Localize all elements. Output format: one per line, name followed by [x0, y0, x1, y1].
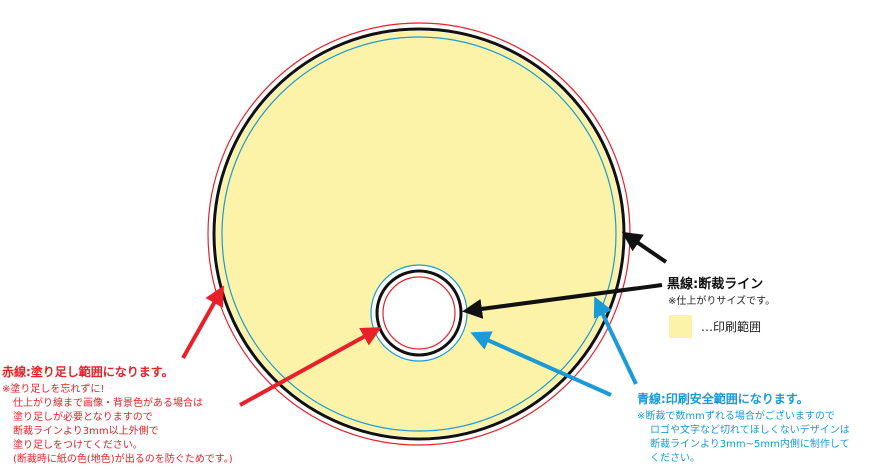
arrow-bleed-inner [239, 327, 382, 407]
trim-line-note: ※仕上がりサイズです。 [668, 296, 776, 307]
bleed-line-notes: ※塗り足しを忘れずに! 仕上がり線まで画像・背景色がある場合は 塗り足しが必要と… [2, 383, 233, 467]
arrow-safe-outer [593, 296, 638, 385]
safe-line-notes: ※断裁で数mmずれる場合がございますので ロゴや文字など切れてほしくないデザイン… [637, 410, 850, 466]
arrow-bleed-outer [181, 285, 224, 359]
print-area [216, 31, 622, 437]
safe-line-title: 青線:印刷安全範囲になります。 [637, 392, 809, 406]
bleed-note-line: (断裁時に紙の色(地色)が出るのを防ぐためです。) [13, 454, 233, 465]
bleed-line-title: 赤線:塗り足し範囲になります。 [2, 365, 174, 379]
trim-line-title: 黒線:断裁ライン [667, 277, 764, 292]
bleed-note-line: ※塗り足しを忘れずに! [2, 384, 105, 395]
arrow-trim-outer [621, 231, 668, 264]
safe-note-line: 断裁ラインより3mm~5mm内側に制作して [650, 439, 850, 450]
print-area-legend-swatch [669, 315, 692, 338]
safe-note-line: ロゴや文字など切れてほしくないデザインは [650, 425, 850, 436]
bleed-line-inner [382, 276, 456, 350]
bleed-note-line: 仕上がり線まで画像・背景色がある場合は [13, 398, 203, 409]
arrow-trim-inner [462, 283, 663, 319]
print-area-legend-label: …印刷範囲 [701, 320, 762, 334]
arrow-safe-inner [470, 331, 612, 397]
bleed-note-line: 断裁ラインより3mm以上外側で [13, 426, 159, 437]
bleed-note-line: 塗り足しが必要となりますので [13, 412, 153, 423]
safe-note-line: ※断裁で数mmずれる場合がございますので [637, 411, 835, 422]
bleed-note-line: 塗り足しをつけてください。 [13, 440, 143, 451]
safe-note-line: ください。 [650, 453, 700, 464]
safe-line-outer [221, 36, 617, 432]
